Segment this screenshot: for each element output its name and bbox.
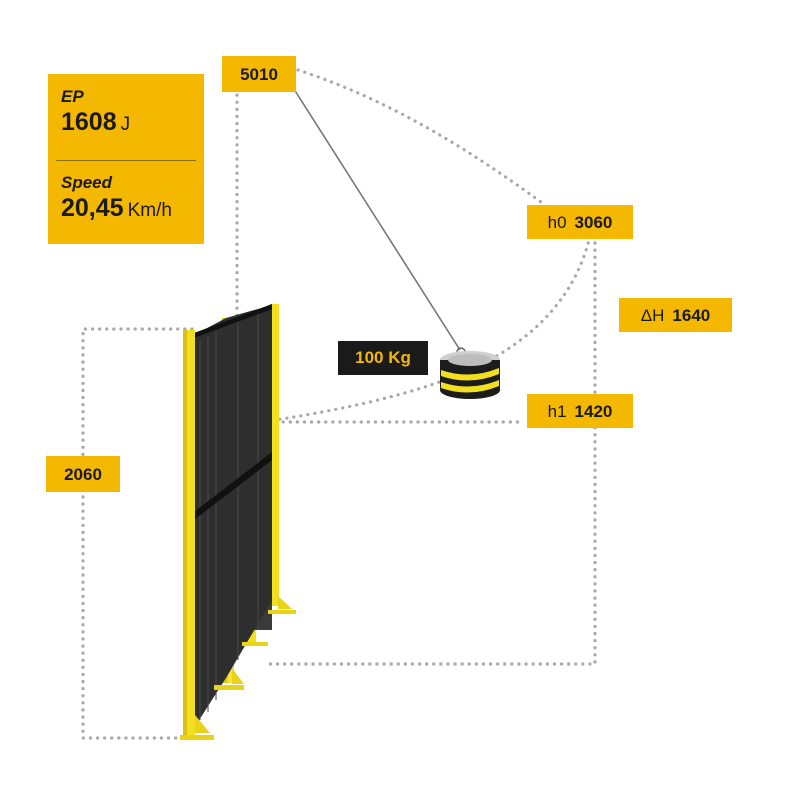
pivot-height-value: 5010 — [240, 64, 278, 84]
h0-label: h0 — [547, 212, 567, 232]
energy-label: EP — [61, 87, 84, 106]
h0-value: 3060 — [574, 212, 613, 232]
mass-tag: 100 Kg — [338, 341, 428, 375]
h1-label: h1 — [547, 401, 567, 421]
speed-label: Speed — [61, 173, 113, 192]
h1-tag: h1 1420 — [527, 394, 633, 428]
energy-value: 1608 — [61, 108, 117, 136]
h1-value: 1420 — [574, 401, 613, 421]
speed-value: 20,45 — [61, 194, 124, 222]
mass-value: 100 Kg — [355, 348, 411, 367]
pendulum-weight-icon — [291, 85, 500, 399]
h0-tag: h0 3060 — [527, 205, 633, 239]
speed-unit: Km/h — [127, 200, 172, 221]
dimension-lines — [81, 68, 597, 740]
fence-height-tag: 2060 — [46, 456, 120, 492]
panel-divider — [56, 160, 196, 161]
energy-unit: J — [120, 114, 131, 135]
fence-height-value: 2060 — [64, 464, 102, 484]
fence-panel-icon — [180, 304, 296, 740]
delta-h-tag: ΔH 1640 — [619, 298, 732, 332]
delta-h-label: ΔH — [640, 305, 665, 325]
delta-h-value: 1640 — [672, 305, 711, 325]
pivot-height-tag: 5010 — [222, 56, 296, 92]
